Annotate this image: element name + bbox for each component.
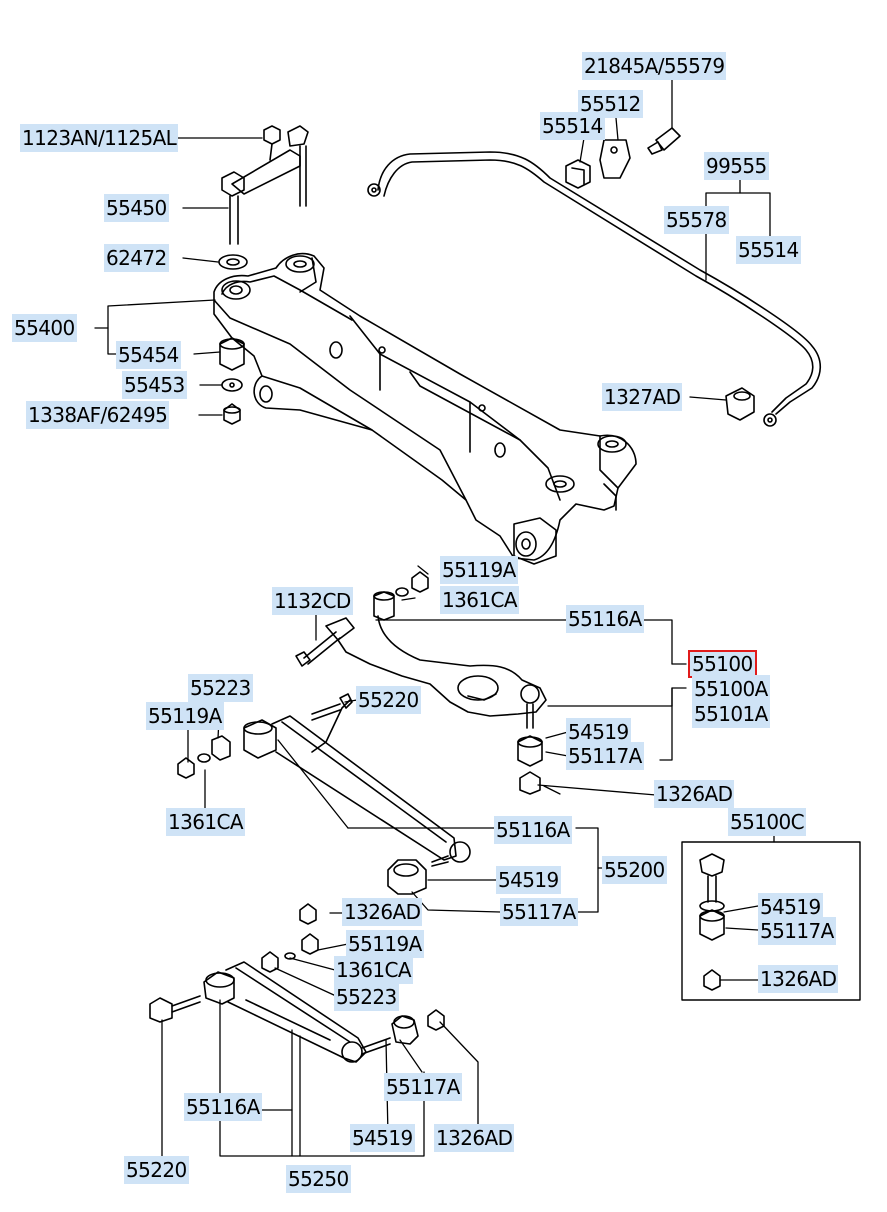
part-label-55220-lower[interactable]: 55220 (124, 1156, 189, 1184)
part-label-1338af-62495[interactable]: 1338AF/62495 (26, 401, 170, 429)
crossmember-bracket-bolts (218, 125, 309, 270)
upper-arm-assembly (295, 571, 547, 795)
part-label-55223-lower[interactable]: 55223 (334, 983, 399, 1011)
part-label-55450[interactable]: 55450 (104, 194, 169, 222)
part-label-54519-upper[interactable]: 54519 (566, 718, 631, 746)
crossmember (213, 252, 637, 565)
part-label-55453[interactable]: 55453 (122, 371, 187, 399)
part-label-54519-middle[interactable]: 54519 (496, 866, 561, 894)
part-label-55514-bushing[interactable]: 55514 (540, 112, 605, 140)
part-label-55578[interactable]: 55578 (664, 206, 729, 234)
part-label-1361ca-middle[interactable]: 1361CA (166, 808, 245, 836)
part-label-99555[interactable]: 99555 (704, 152, 769, 180)
part-label-55200[interactable]: 55200 (602, 856, 667, 884)
part-label-55400[interactable]: 55400 (12, 314, 77, 342)
part-label-55514-link[interactable]: 55514 (736, 236, 801, 264)
leader-lines (94, 77, 775, 1157)
part-label-55250[interactable]: 55250 (286, 1165, 351, 1193)
part-label-55220-middle[interactable]: 55220 (356, 686, 421, 714)
part-label-55117a-lower[interactable]: 55117A (384, 1073, 462, 1101)
lower-arm-55250-assembly (149, 933, 445, 1063)
part-label-62472[interactable]: 62472 (104, 244, 169, 272)
part-label-55117a-middle[interactable]: 55117A (500, 898, 578, 926)
part-label-55119a-lower[interactable]: 55119A (346, 930, 424, 958)
part-label-1326ad-upper[interactable]: 1326AD (654, 780, 735, 808)
part-label-55100c[interactable]: 55100C (728, 808, 806, 836)
part-label-55116a-lower[interactable]: 55116A (184, 1093, 262, 1121)
stabilizer-bushing-parts (565, 127, 755, 421)
lower-arm-55200-assembly (177, 693, 471, 925)
part-label-55117a-upper[interactable]: 55117A (566, 742, 644, 770)
part-label-55454[interactable]: 55454 (116, 341, 181, 369)
part-label-1326ad-lower[interactable]: 1326AD (434, 1124, 515, 1152)
part-label-1327ad[interactable]: 1327AD (602, 383, 683, 411)
part-label-55100a[interactable]: 55100A (692, 675, 770, 703)
stabilizer-bar (367, 151, 822, 427)
part-label-1326ad-middle[interactable]: 1326AD (342, 898, 423, 926)
part-label-1326ad-kit[interactable]: 1326AD (758, 965, 839, 993)
crossmember-mount-hardware (219, 337, 245, 425)
part-label-54519-lower[interactable]: 54519 (350, 1124, 415, 1152)
part-label-54519-kit[interactable]: 54519 (758, 893, 823, 921)
part-label-1123an-1125al[interactable]: 1123AN/1125AL (20, 124, 179, 152)
part-label-55116a-upper[interactable]: 55116A (566, 605, 644, 633)
part-label-21845a-55579[interactable]: 21845A/55579 (582, 52, 727, 80)
part-label-55119a-upper[interactable]: 55119A (440, 556, 518, 584)
part-label-55101a[interactable]: 55101A (692, 700, 770, 728)
inset-kit-55100c (681, 841, 861, 1001)
part-label-55116a-middle[interactable]: 55116A (494, 816, 572, 844)
part-label-1361ca-upper[interactable]: 1361CA (440, 586, 519, 614)
part-label-1361ca-lower[interactable]: 1361CA (334, 956, 413, 984)
part-label-55100-selected[interactable]: 55100 (688, 650, 757, 678)
part-label-1132cd[interactable]: 1132CD (272, 587, 353, 615)
part-label-55117a-kit[interactable]: 55117A (758, 917, 836, 945)
part-label-55119a-middle[interactable]: 55119A (146, 702, 224, 730)
part-label-55223-middle[interactable]: 55223 (188, 674, 253, 702)
